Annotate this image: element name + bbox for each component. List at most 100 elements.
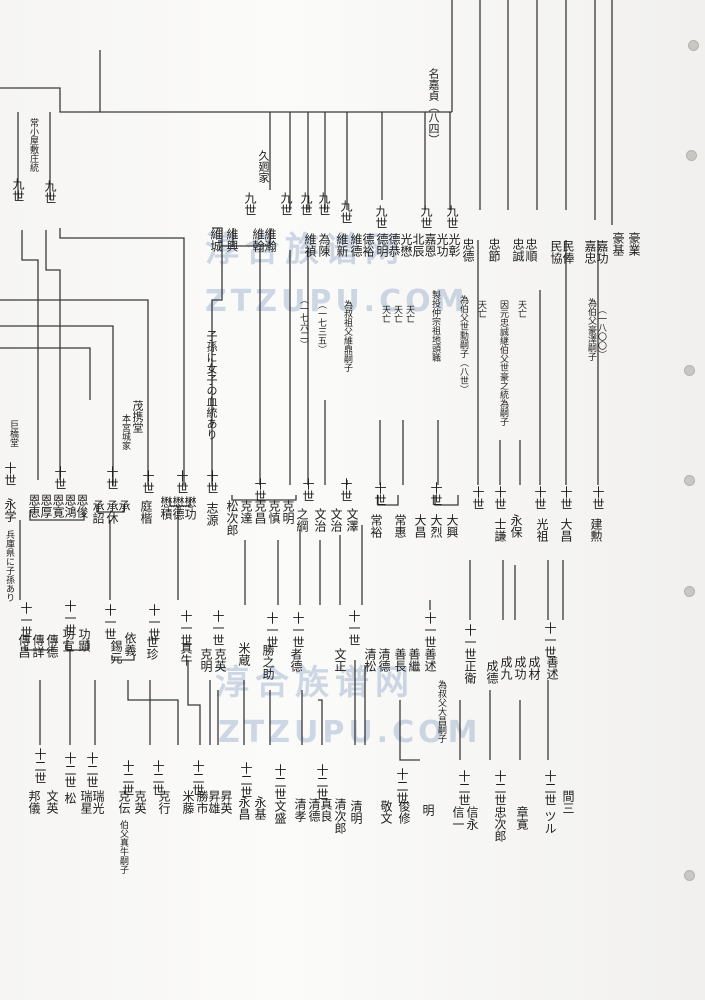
house-label: 茂携堂 <box>131 400 144 433</box>
person-name: 嘉功 <box>595 240 609 264</box>
person-name: 瑞星 <box>79 790 93 814</box>
generation-marker: 十一世 <box>423 612 437 648</box>
person-name: 永保 <box>509 514 523 538</box>
generation-marker: 十世 <box>373 482 387 506</box>
binder-hole <box>684 586 695 597</box>
binder-hole <box>684 475 695 486</box>
person-name: 常惠 <box>393 514 407 538</box>
generation-marker: 十二世 <box>33 748 47 784</box>
person-name: 清孝 <box>293 798 307 822</box>
lineage-note: 天亡 <box>380 305 390 323</box>
person-name: 功宣 <box>61 628 75 652</box>
person-name: 信永 <box>465 806 479 830</box>
person-name: 錫元 <box>109 640 123 664</box>
person-name: 文英 <box>45 790 59 814</box>
lineage-note: 為伯父豪澤嗣子 <box>586 298 596 361</box>
person-name: 庭楷 <box>139 500 153 524</box>
binder-hole <box>686 150 697 161</box>
person-name: 文治 <box>329 508 343 532</box>
generation-marker: 十世 <box>339 478 353 502</box>
generation-marker: 十世 <box>301 478 315 502</box>
person-name: 永基 <box>253 796 267 820</box>
person-name: 嘉忠 <box>583 240 597 264</box>
person-name: 大昌 <box>413 514 427 538</box>
person-name: 善繼 <box>407 648 421 672</box>
person-name: 昇英 <box>219 790 233 814</box>
person-name: 克英 <box>213 648 227 672</box>
generation-marker: 十世 <box>175 470 189 494</box>
generation-marker: 九世 <box>299 192 313 216</box>
generation-marker: 十二世 <box>315 764 329 800</box>
person-name: 克行 <box>157 790 171 814</box>
generation-marker: 九世 <box>374 205 388 229</box>
generation-marker: 十一世 <box>211 610 225 646</box>
person-name: 承詔 <box>91 500 105 524</box>
generation-marker: 十二世 <box>191 760 205 796</box>
person-name: 之綱 <box>295 508 309 532</box>
person-name: 善述 <box>545 656 559 680</box>
person-name: 成材 <box>527 656 541 680</box>
person-name: 文治 <box>313 508 327 532</box>
generation-marker: 十二世 <box>395 768 409 804</box>
person-name: 恩鴻 <box>63 494 77 518</box>
generation-marker: 十一世 <box>463 624 477 660</box>
person-name: 文盛 <box>273 800 287 824</box>
person-name: 邦儀 <box>27 790 41 814</box>
generation-marker: 九世 <box>339 200 353 224</box>
person-name: 為陳 <box>317 233 331 257</box>
generation-marker: 十二世 <box>493 770 507 806</box>
person-name: 恩恵 <box>27 494 41 518</box>
person-name: 依義 <box>123 632 137 656</box>
person-name: 北辰 <box>411 233 425 257</box>
person-name: 常裕 <box>369 514 383 538</box>
person-name: 功顕 <box>77 628 91 652</box>
person-name: 維翰 <box>251 228 265 252</box>
person-name: 勝之助 <box>261 644 275 680</box>
generation-marker: 十二世 <box>273 764 287 800</box>
person-name: 承 <box>117 500 131 512</box>
person-name: 建勲 <box>589 518 603 542</box>
person-name: 德明 <box>375 233 389 257</box>
person-name: 豪基 <box>611 232 625 256</box>
person-name: 清德 <box>307 798 321 822</box>
person-name: 忠誠 <box>511 238 525 262</box>
person-name: 勝市 <box>195 790 209 814</box>
generation-marker: 九世 <box>43 180 57 204</box>
lineage-note: 子孫に女子の血統あり <box>205 330 218 440</box>
person-name: 成功 <box>513 656 527 680</box>
person-name: 志源 <box>205 502 219 526</box>
person-name: 懋積 <box>159 496 173 520</box>
person-name: 清明 <box>349 800 363 824</box>
generation-marker: 十二世 <box>239 762 253 798</box>
person-name: 善長 <box>393 648 407 672</box>
generation-marker: 九世 <box>445 205 459 229</box>
person-name: 善述 <box>423 648 437 672</box>
lineage-note: 因元忠誠継伯父世豪之統為嗣子 <box>498 300 508 426</box>
generation-marker: 十世 <box>471 486 485 510</box>
person-name: 明 <box>421 804 435 816</box>
lineage-note: 製投仲宗祖地頭職 <box>430 290 440 362</box>
person-name: 成九 <box>499 656 513 680</box>
person-name: 忠德 <box>461 238 475 262</box>
year-note: （一七三五） <box>316 300 326 354</box>
generation-marker: 九世 <box>11 178 25 202</box>
person-name: 光祖 <box>535 518 549 542</box>
generation-marker: 十一世 <box>19 602 33 638</box>
person-name: 永昌 <box>237 796 251 820</box>
generation-marker: 十世 <box>53 466 67 490</box>
generation-marker: 十二世 <box>63 752 77 788</box>
lineage-note: 為叔父大昌嗣子 <box>436 680 446 743</box>
person-name: 昇雄 <box>207 790 221 814</box>
lineage-note: 天亡 <box>476 300 486 318</box>
person-name: 光懋 <box>399 233 413 257</box>
person-name: 克達 <box>239 500 253 524</box>
binder-hole <box>684 870 695 881</box>
person-name: 信一 <box>451 806 465 830</box>
person-name: 克伝 <box>117 790 131 814</box>
person-name: 傳德 <box>45 634 59 658</box>
person-name: 大烈 <box>429 514 443 538</box>
person-name: 忠節 <box>487 238 501 262</box>
person-name: 承休 <box>105 500 119 524</box>
generation-marker: 十二世 <box>121 760 135 796</box>
generation-marker: 十一世 <box>63 600 77 636</box>
